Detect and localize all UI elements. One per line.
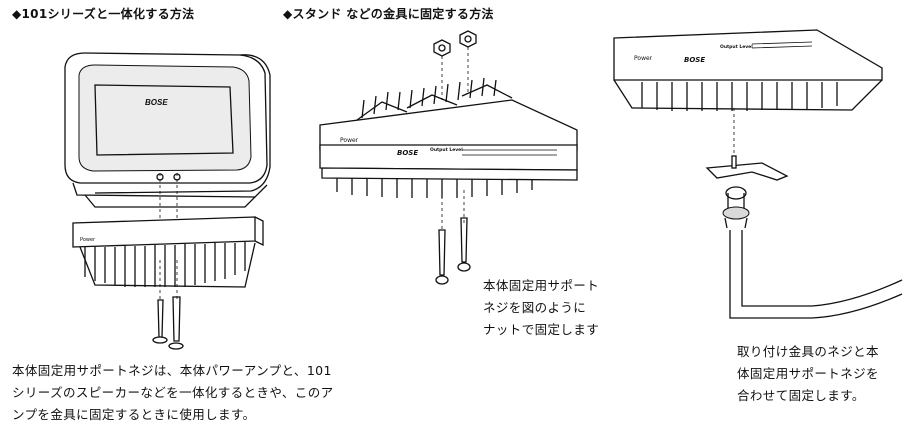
amp-with-nuts-illustration: Power BOSE Output Level xyxy=(319,30,578,285)
left-section-heading: ◆101シリーズと一体化する方法 xyxy=(12,7,195,21)
middle-section-caption: 本体固定用サポート ネジを図のように ナットで固定します xyxy=(483,275,599,341)
support-screws-left xyxy=(152,296,184,350)
amp-on-bracket-illustration: Power BOSE Output Level xyxy=(613,29,903,319)
nuts xyxy=(433,30,477,100)
amp-logo-right: BOSE xyxy=(684,56,705,64)
right-section-caption: 取り付け金具のネジと本 体固定用サポートネジを 合わせて固定します。 xyxy=(737,341,879,407)
speaker-logo: BOSE xyxy=(145,98,168,107)
caption-line: シリーズのスピーカーなどを一体化するときや、このア xyxy=(12,385,334,400)
amplifier-middle: Power BOSE Output Level xyxy=(319,77,578,230)
speaker-amp-assembly-illustration: BOSE Power xyxy=(64,52,271,350)
caption-line: ナットで固定します xyxy=(483,322,600,337)
mounting-bracket xyxy=(705,155,903,319)
caption-line: 合わせて固定します。 xyxy=(737,388,865,403)
amp-power-label-right: Power xyxy=(634,55,653,62)
speaker-cabinet: BOSE xyxy=(64,52,271,225)
amp-output-label-right: Output Level xyxy=(720,44,753,50)
middle-section-heading: ◆スタンド などの金具に固定する方法 xyxy=(283,7,494,21)
support-screws-middle xyxy=(435,217,471,285)
left-section-caption: 本体固定用サポートネジは、本体パワーアンプと、101 シリーズのスピーカーなどを… xyxy=(12,360,334,426)
amplifier-right: Power BOSE Output Level xyxy=(613,29,883,156)
amp-power-label-middle: Power xyxy=(340,137,359,144)
caption-line: 取り付け金具のネジと本 xyxy=(737,344,879,359)
caption-line: 体固定用サポートネジを xyxy=(737,366,879,381)
caption-line: ネジを図のように xyxy=(483,300,587,315)
amp-power-label-left: Power xyxy=(80,237,96,243)
caption-line: 本体固定用サポートネジは、本体パワーアンプと、101 xyxy=(12,363,332,378)
caption-line: ンプを金具に固定するときに使用します。 xyxy=(12,407,256,422)
amplifier-left: Power xyxy=(72,216,264,300)
amp-logo-middle: BOSE xyxy=(397,149,418,157)
amp-output-label-middle: Output Level xyxy=(430,147,463,153)
caption-line: 本体固定用サポート xyxy=(483,278,600,293)
